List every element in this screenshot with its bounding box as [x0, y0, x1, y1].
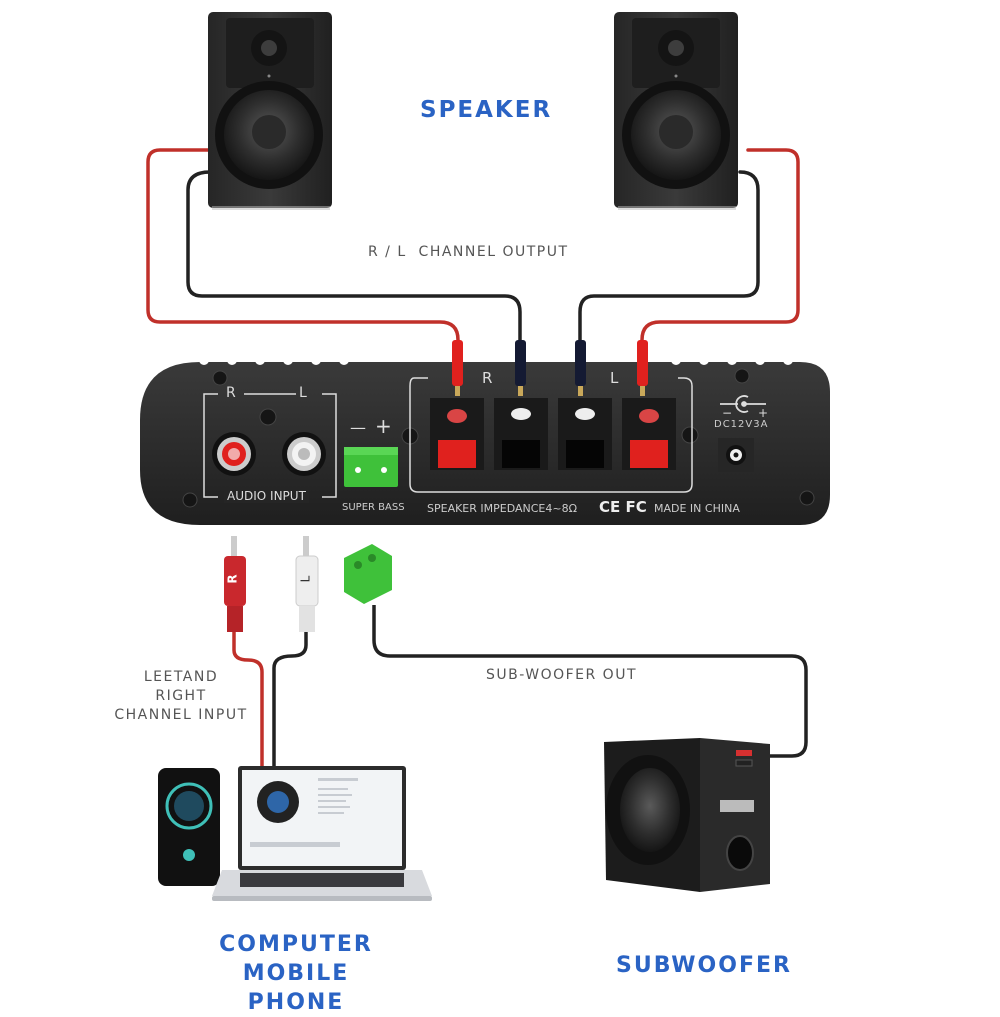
right-speaker-black-wire — [578, 170, 760, 347]
input-label-line-2: RIGHT — [155, 688, 207, 704]
left-right-input-label: LEETAND RIGHT CHANNEL INPUT — [108, 668, 254, 725]
subwoofer-out-label: SUB-WOOFER OUT — [486, 667, 637, 683]
speaker-title: SPEAKER — [420, 97, 553, 123]
rca-plug-l-letter: L — [298, 575, 313, 583]
super-bass-plus-label: + — [375, 414, 392, 438]
banana-plug-black-left — [575, 340, 586, 396]
made-in-label: MADE IN CHINA — [654, 502, 740, 515]
mobile-title-line: MOBILE PHONE — [242, 961, 350, 1015]
dc-plus-label: + — [758, 406, 769, 420]
mobile-phone — [158, 768, 220, 886]
super-bass-minus-label: — — [350, 418, 366, 437]
rca-plug-r-letter: R — [225, 574, 240, 584]
right-speaker — [614, 12, 738, 210]
rca-black-cable — [272, 628, 308, 770]
dc-minus-label: − — [722, 406, 733, 420]
audio-input-label: AUDIO INPUT — [224, 489, 309, 503]
banana-plug-red-left — [637, 340, 648, 396]
subwoofer-title: SUBWOOFER — [616, 953, 792, 978]
super-bass-terminal[interactable] — [344, 447, 398, 487]
banana-plug-black-right — [515, 340, 526, 396]
input-wires — [232, 605, 808, 770]
laptop — [212, 766, 432, 901]
super-bass-label: SUPER BASS — [342, 502, 405, 513]
input-label-line-1: LEETAND — [143, 669, 219, 685]
rca-jack-right[interactable] — [212, 432, 256, 476]
speaker-terminal-r-plus[interactable] — [430, 398, 484, 470]
rca-plug-right — [224, 536, 246, 632]
super-bass-plug — [344, 544, 392, 604]
subwoofer-device — [604, 738, 770, 892]
left-speaker-red-wire — [146, 148, 460, 352]
dc-power-jack[interactable] — [718, 438, 754, 472]
speaker-terminal-l-label: L — [610, 369, 619, 387]
speaker-terminal-l-minus[interactable] — [558, 398, 612, 470]
rca-plug-left — [295, 536, 319, 632]
subwoofer-cable — [372, 605, 808, 758]
rca-red-cable — [232, 628, 264, 770]
computer-title-line: COMPUTER — [219, 932, 373, 957]
dc-polarity-icon — [720, 395, 766, 413]
audio-input-l-label: L — [299, 385, 307, 401]
speaker-terminal-r-label: R — [482, 369, 493, 387]
amplifier — [140, 340, 830, 525]
right-speaker-red-wire — [640, 148, 800, 352]
left-speaker-black-wire — [186, 170, 522, 347]
left-speaker — [208, 12, 332, 210]
computer-mobile-title: COMPUTER MOBILE PHONE — [190, 930, 402, 1017]
rca-jack-left[interactable] — [282, 432, 326, 476]
speaker-terminal-l-plus[interactable] — [622, 398, 676, 470]
banana-plug-red-right — [452, 340, 463, 396]
speaker-terminal-r-minus[interactable] — [494, 398, 548, 470]
certification-marks: CE FC — [599, 498, 647, 516]
input-label-line-3: CHANNEL INPUT — [114, 707, 248, 723]
speaker-impedance-label: SPEAKER IMPEDANCE4~8Ω — [427, 502, 577, 515]
audio-input-r-label: R — [226, 385, 236, 401]
rl-channel-output-label: R / L CHANNEL OUTPUT — [368, 244, 569, 260]
dc-power-label: DC12V3A — [714, 419, 769, 430]
speaker-wires — [146, 148, 800, 352]
